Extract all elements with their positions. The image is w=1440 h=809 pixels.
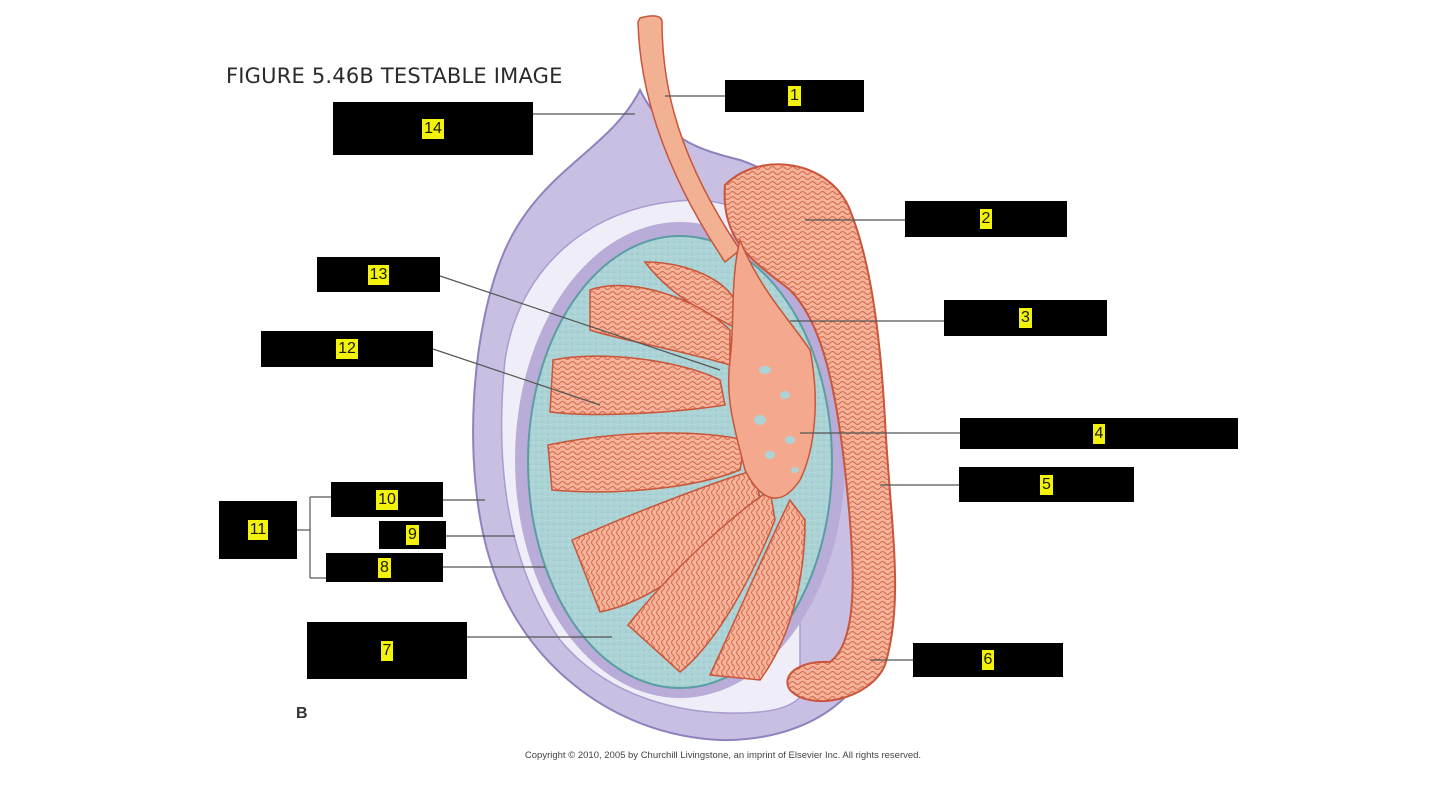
label-box-2: 2 [905,201,1067,237]
label-number: 5 [1040,474,1053,495]
label-number: 14 [422,118,444,139]
label-box-3: 3 [944,300,1107,336]
label-number: 9 [406,525,419,545]
rete-testis [727,237,816,499]
label-box-8: 8 [326,553,443,582]
label-number: 12 [336,339,358,359]
label-box-10: 10 [331,482,443,517]
spermatic-cord [637,15,742,264]
lobules [547,261,806,681]
label-number: 2 [979,209,993,229]
label-number: 7 [380,640,394,661]
epididymis [723,163,897,703]
label-number: 4 [1092,423,1106,444]
label-box-6: 6 [913,643,1063,677]
label-box-9: 9 [379,521,446,549]
label-box-4: 4 [960,418,1238,449]
label-box-11: 11 [219,501,297,559]
label-number: 11 [247,520,269,540]
label-box-7: 7 [307,622,467,679]
label-box-5: 5 [959,467,1134,502]
label-box-1: 1 [725,80,864,112]
rete-holes [754,366,799,473]
label-number: 13 [367,264,390,285]
label-box-12: 12 [261,331,433,367]
copyright-notice: Copyright © 2010, 2005 by Churchill Livi… [524,750,922,761]
label-number: 10 [376,489,398,510]
label-number: 3 [1019,308,1032,328]
figure-title: FIGURE 5.46B TESTABLE IMAGE [226,64,563,88]
label-box-14: 14 [333,102,533,155]
label-box-13: 13 [317,257,440,292]
label-number: 8 [378,557,391,578]
label-number: 6 [981,650,995,670]
label-number: 1 [788,86,801,106]
leader-lines [297,95,960,661]
panel-letter: B [296,705,308,722]
